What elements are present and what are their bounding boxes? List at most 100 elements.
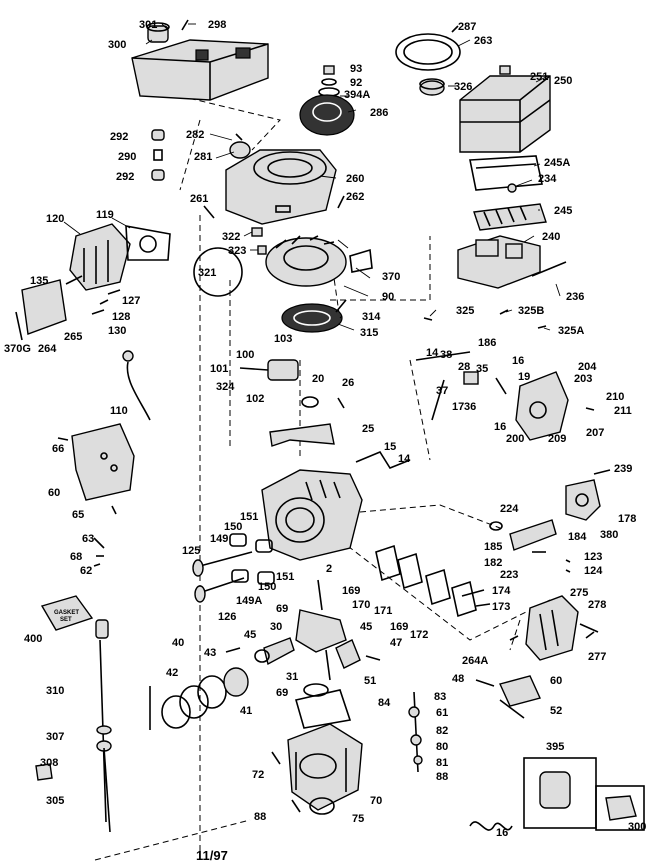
label-151a: 151 (240, 511, 258, 523)
label-119: 119 (96, 209, 114, 221)
label-124: 124 (584, 565, 603, 577)
label-61: 61 (436, 707, 448, 719)
label-292a: 292 (110, 131, 128, 143)
governor-lever-25 (269, 423, 335, 447)
label-224: 224 (500, 503, 519, 515)
label-126: 126 (218, 611, 236, 623)
label-394a: 394A (344, 89, 370, 101)
label-321: 321 (198, 267, 216, 279)
air-filter-245 (473, 183, 547, 231)
label-308: 308 (40, 757, 58, 769)
flywheel-nut-washer-93-92-394a (318, 65, 340, 97)
screws-264a-277 (509, 631, 595, 641)
bolt-236 (531, 261, 567, 277)
springs-150-151-149 (229, 533, 275, 585)
cylinder-block-2 (261, 469, 363, 561)
label-149: 149 (210, 533, 228, 545)
label-380: 380 (600, 529, 618, 541)
label-169b: 169 (390, 621, 408, 633)
air-cleaner-gasket-263 (395, 25, 461, 71)
label-287: 287 (458, 21, 476, 33)
label-200: 200 (506, 433, 524, 445)
starter-motor-395-box (523, 757, 597, 829)
label-88a: 88 (436, 771, 448, 783)
label-14a: 14 (426, 347, 439, 359)
carburetor-120 (69, 223, 131, 291)
gasket-119 (125, 225, 171, 261)
label-300: 300 (108, 39, 126, 51)
label-103: 103 (274, 333, 292, 345)
label-240: 240 (542, 231, 560, 243)
label-69a: 69 (276, 603, 288, 615)
bracket-265-264 (15, 279, 67, 341)
label-265: 265 (64, 331, 82, 343)
label-314: 314 (362, 311, 381, 323)
label-310: 310 (46, 685, 64, 697)
label-45b: 45 (360, 621, 372, 633)
screws-123-124 (565, 559, 571, 573)
rotating-screen-286 (299, 94, 355, 136)
fitting-326 (419, 78, 445, 96)
control-bracket-209 (515, 371, 569, 441)
label-25: 25 (362, 423, 374, 435)
air-cleaner-cover-250 (459, 75, 551, 153)
label-93: 93 (350, 63, 362, 75)
assembly-guide-lines (94, 95, 551, 861)
connecting-rod-45 (254, 637, 295, 666)
label-37: 37 (436, 385, 448, 397)
label-15: 15 (384, 441, 396, 453)
label-209: 209 (548, 433, 566, 445)
label-185: 185 (484, 541, 502, 553)
label-92: 92 (350, 77, 362, 89)
label-43: 43 (204, 647, 216, 659)
dipstick-clip-308 (35, 763, 53, 781)
label-60b: 60 (550, 675, 562, 687)
label-69b: 69 (276, 687, 288, 699)
label-40: 40 (172, 637, 184, 649)
label-150a: 150 (224, 521, 242, 533)
label-17: 17 (452, 401, 464, 413)
label-325: 325 (456, 305, 474, 317)
label-47: 47 (390, 637, 402, 649)
piston-rings-40-42-41 (149, 667, 249, 730)
label-102: 102 (246, 393, 264, 405)
label-178: 178 (618, 513, 636, 525)
gasket-set-400 (40, 595, 94, 631)
screws-135-127-128-130 (65, 275, 121, 315)
label-282: 282 (186, 129, 204, 141)
screws-325-325b-325a (423, 309, 547, 329)
label-245a: 245A (544, 157, 570, 169)
bushings-292-290 (151, 129, 165, 181)
oil-seal-75 (309, 797, 335, 815)
label-83: 83 (434, 691, 446, 703)
label-70: 70 (370, 795, 382, 807)
label-315: 315 (360, 327, 378, 339)
label-169a: 169 (342, 585, 360, 597)
intake-gaskets-169-170-171 (375, 544, 477, 618)
label-127: 127 (122, 295, 140, 307)
label-305: 305 (46, 795, 64, 807)
clip-251 (499, 65, 511, 75)
label-323: 323 (228, 245, 246, 257)
label-72: 72 (252, 769, 264, 781)
label-250: 250 (554, 75, 572, 87)
blower-housing-260 (225, 149, 337, 225)
pin-43 (225, 647, 241, 653)
label-100: 100 (236, 349, 254, 361)
breather-plate-60 (71, 423, 135, 501)
label-298: 298 (208, 19, 226, 31)
label-261: 261 (190, 193, 208, 205)
label-31: 31 (286, 671, 298, 683)
label-36: 36 (464, 401, 476, 413)
label-2: 2 (326, 563, 332, 575)
flywheel-key-370 (349, 248, 373, 273)
valves-125-126 (192, 551, 253, 603)
label-51: 51 (364, 675, 376, 687)
label-110: 110 (110, 405, 128, 417)
label-278: 278 (588, 599, 606, 611)
label-135: 135 (30, 275, 48, 287)
label-84: 84 (378, 697, 391, 709)
crankcase-cover-70 (287, 723, 363, 811)
label-211: 211 (614, 405, 632, 417)
